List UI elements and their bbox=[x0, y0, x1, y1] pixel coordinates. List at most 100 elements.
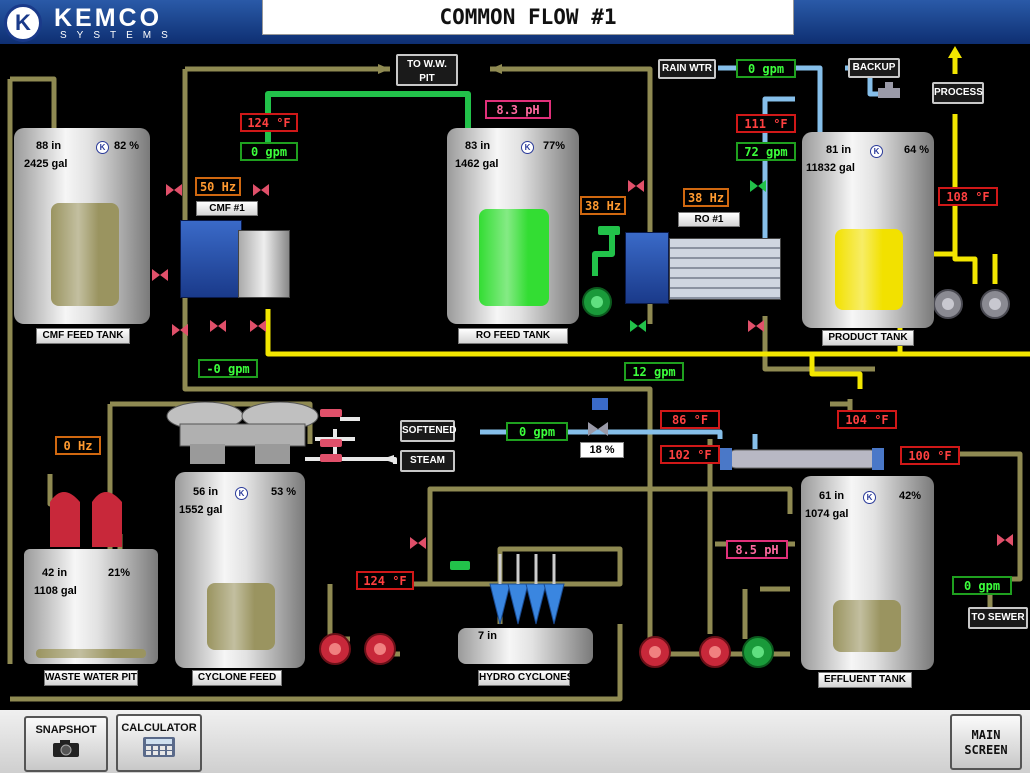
product-tank[interactable]: 81 in K 64 % 11832 gal bbox=[802, 132, 934, 328]
ro-hz-readout: 38 Hz bbox=[683, 188, 729, 207]
ro-ph-readout: 8.3 pH bbox=[485, 100, 551, 119]
softened-flow-readout: 0 gpm bbox=[506, 422, 568, 441]
heat-exchanger-temp-b: 102 °F bbox=[660, 445, 720, 464]
kemco-badge-icon: K bbox=[96, 141, 109, 154]
tank-percent: 21% bbox=[108, 567, 131, 579]
process-canvas: 88 in K 82 % 2425 gal CMF FEED TANK 83 i… bbox=[0, 44, 1030, 710]
main-screen-label-1: MAIN bbox=[971, 728, 1001, 742]
tank-volume: 1074 gal bbox=[805, 508, 849, 520]
main-screen-label-2: SCREEN bbox=[964, 743, 1008, 757]
rain-flow-readout: 0 gpm bbox=[736, 59, 796, 78]
backup-button[interactable]: BACKUP bbox=[848, 58, 900, 78]
tank-level: 61 in bbox=[819, 490, 845, 502]
cyclone-separator bbox=[166, 401, 319, 464]
softened-control-valve bbox=[588, 398, 608, 436]
to-ww-pit-button[interactable]: TO W.W. PIT bbox=[396, 54, 458, 86]
tank-fill bbox=[835, 229, 903, 310]
cmf-feed-tank[interactable]: 88 in K 82 % 2425 gal bbox=[14, 128, 150, 324]
tank-volume: 1552 gal bbox=[179, 504, 223, 516]
header-bar: K KEMCO SYSTEMS COMMON FLOW #1 bbox=[0, 0, 1030, 44]
cmf-label: CMF #1 bbox=[196, 201, 258, 216]
cyclone-feed-tank[interactable]: 56 in K 53 % 1552 gal bbox=[175, 472, 305, 668]
camera-icon bbox=[53, 740, 79, 757]
snapshot-label: SNAPSHOT bbox=[35, 724, 97, 736]
ro-skid[interactable] bbox=[625, 232, 781, 304]
cmf-hz-readout: 50 Hz bbox=[195, 177, 241, 196]
tank-fill bbox=[479, 209, 549, 306]
cmf-membrane-unit bbox=[238, 230, 290, 298]
kemco-badge-icon: K bbox=[235, 487, 248, 500]
product-out-temp-readout: 108 °F bbox=[938, 187, 998, 206]
tank-percent: 64 % bbox=[904, 144, 930, 156]
tank-volume: 11832 gal bbox=[806, 162, 855, 174]
tank-fill bbox=[207, 583, 275, 650]
effluent-tank-label: EFFLUENT TANK bbox=[818, 672, 912, 688]
pipe-network bbox=[7, 46, 1030, 702]
steam-valve-percent: 18 % bbox=[580, 442, 624, 458]
tank-fill bbox=[833, 600, 901, 652]
tank-percent: 53 % bbox=[271, 486, 297, 498]
trough-level: 7 in bbox=[478, 630, 497, 642]
tank-percent: 82 % bbox=[114, 140, 140, 152]
tank-level: 83 in bbox=[465, 140, 491, 152]
valves bbox=[152, 180, 1013, 549]
rain-wtr-button[interactable]: RAIN WTR bbox=[658, 59, 716, 79]
tank-percent: 42% bbox=[899, 490, 922, 502]
product-tank-label: PRODUCT TANK bbox=[822, 330, 914, 346]
waste-water-hz-readout: 0 Hz bbox=[55, 436, 101, 455]
calculator-label: CALCULATOR bbox=[121, 722, 197, 734]
sewer-flow-readout: 0 gpm bbox=[952, 576, 1012, 595]
main-screen-button[interactable]: MAIN SCREEN bbox=[950, 714, 1022, 770]
ro-label: RO #1 bbox=[678, 212, 740, 227]
product-flow-readout: 72 gpm bbox=[736, 142, 796, 161]
logo-brand: KEMCO bbox=[54, 4, 163, 32]
yellow-pipes bbox=[265, 56, 1030, 389]
tank-fill bbox=[36, 649, 146, 658]
cyclone-feed-label: CYCLONE FEED bbox=[192, 670, 282, 686]
ro-feed-tank[interactable]: 83 in K 77% 1462 gal bbox=[447, 128, 579, 324]
pumps bbox=[50, 287, 1010, 668]
heat-exchanger-temp-a: 86 °F bbox=[660, 410, 720, 429]
softened-button[interactable]: SOFTENED bbox=[400, 420, 456, 442]
product-inlet-valve bbox=[878, 82, 900, 98]
logo-subtitle: SYSTEMS bbox=[60, 30, 178, 41]
cmf-control-panel bbox=[180, 220, 242, 298]
kemco-badge-icon: K bbox=[521, 141, 534, 154]
cyclone-temp-readout: 124 °F bbox=[356, 571, 414, 590]
heat-exchanger bbox=[720, 448, 884, 470]
kemco-badge-icon: K bbox=[863, 491, 876, 504]
waste-water-pit-label: WASTE WATER PIT bbox=[44, 670, 138, 686]
to-sewer-button[interactable]: TO SEWER bbox=[968, 607, 1028, 629]
ro-pump-hz-readout: 38 Hz bbox=[580, 196, 626, 215]
cmf-skid[interactable] bbox=[180, 220, 290, 300]
main-flow-readout: 12 gpm bbox=[624, 362, 684, 381]
tank-fill bbox=[51, 203, 119, 306]
arrow-heads bbox=[948, 46, 962, 58]
heat-exchanger-temp-d: 100 °F bbox=[900, 446, 960, 465]
cmf-flow-readout: 0 gpm bbox=[240, 142, 298, 161]
tank-level: 42 in bbox=[42, 567, 68, 579]
tank-level: 88 in bbox=[36, 140, 62, 152]
ro-membrane-array bbox=[669, 238, 781, 300]
snapshot-button[interactable]: SNAPSHOT bbox=[24, 716, 108, 772]
footer-bar: SNAPSHOT CALCULATOR MAIN SCREEN bbox=[0, 710, 1030, 773]
ro-control-panel bbox=[625, 232, 669, 304]
tank-level: 81 in bbox=[826, 144, 852, 156]
hydro-cyclone-trough[interactable]: 7 in bbox=[458, 628, 593, 664]
tank-percent: 77% bbox=[543, 140, 566, 152]
process-button[interactable]: PROCESS bbox=[932, 82, 984, 104]
steam-button[interactable]: STEAM bbox=[400, 450, 455, 472]
ro-feed-tank-label: RO FEED TANK bbox=[458, 328, 568, 344]
tank-volume: 1462 gal bbox=[455, 158, 499, 170]
effluent-tank[interactable]: 61 in K 42% 1074 gal bbox=[801, 476, 934, 670]
tank-volume: 1108 gal bbox=[34, 585, 77, 597]
tank-level: 56 in bbox=[193, 486, 219, 498]
tank-volume: 2425 gal bbox=[24, 158, 68, 170]
hydro-cyclones-label: HYDRO CYCLONES bbox=[478, 670, 573, 686]
cmf-feed-tank-label: CMF FEED TANK bbox=[36, 328, 130, 344]
waste-water-pit[interactable]: 42 in 21% 1108 gal bbox=[24, 549, 158, 664]
calculator-button[interactable]: CALCULATOR bbox=[116, 714, 202, 772]
cmf-temp-readout: 124 °F bbox=[240, 113, 298, 132]
product-temp-readout: 111 °F bbox=[736, 114, 796, 133]
logo-k-badge: K bbox=[4, 4, 42, 42]
